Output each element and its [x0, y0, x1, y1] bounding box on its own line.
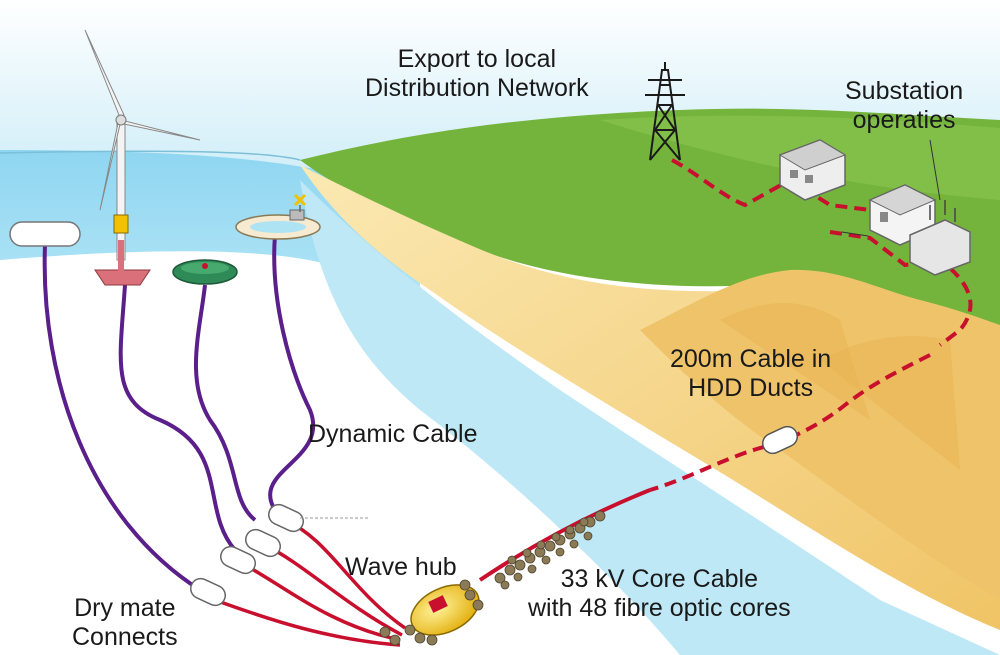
- wave-buoy-icon: [172, 259, 238, 285]
- dry-mate-label-line-1: Dry mate: [74, 594, 176, 622]
- wave-hub-icon: [379, 579, 484, 646]
- core-cable-label: 33 kV Core Cable with 48 fibre optic cor…: [528, 565, 791, 623]
- wave-hub-label-text: Wave hub: [345, 553, 457, 581]
- ring-platform-icon: [235, 193, 321, 240]
- substation-building-icon: [778, 139, 971, 276]
- pylon-icon: [645, 62, 685, 161]
- dynamic-cable-label-text: Dynamic Cable: [308, 420, 478, 448]
- beach: [300, 165, 1000, 630]
- export-label-line-2: Distribution Network: [365, 74, 589, 102]
- substation-label: Substation operaties: [845, 77, 963, 135]
- substation-label-line-2: operaties: [852, 106, 956, 134]
- hdd-duct-cable: [649, 353, 931, 492]
- dune-ridge-1: [720, 303, 870, 420]
- substation-label-line-1: Substation: [845, 77, 964, 105]
- dynamic-cable-label: Dynamic Cable: [308, 420, 478, 449]
- dry-mate-label-line-2: Connects: [72, 623, 178, 651]
- core-cable-label-line-2: with 48 fibre optic cores: [528, 594, 791, 622]
- dry-mate-connector-icon: [189, 503, 305, 607]
- wave-hub-label: Wave hub: [345, 553, 457, 582]
- export-label: Export to local Distribution Network: [365, 45, 589, 103]
- hdd-label: 200m Cable in HDD Ducts: [670, 345, 831, 403]
- rock-armour: [494, 510, 606, 590]
- dune-ridge-2: [820, 336, 960, 470]
- dry-mate-label: Dry mate Connects: [72, 594, 178, 652]
- dynamic-cables: [42, 234, 316, 592]
- land-cable: [671, 158, 973, 347]
- hdd-label-line-2: HDD Ducts: [688, 374, 814, 402]
- core-cable-label-line-1: 33 kV Core Cable: [560, 565, 758, 593]
- wind-turbine-icon: [84, 29, 201, 286]
- hdd-label-line-1: 200m Cable in: [670, 345, 832, 373]
- export-label-line-1: Export to local: [397, 45, 557, 73]
- hdd-joint-icon: [761, 425, 799, 455]
- shallow-water: [300, 180, 1000, 655]
- tube-buoy-icon: [9, 221, 81, 247]
